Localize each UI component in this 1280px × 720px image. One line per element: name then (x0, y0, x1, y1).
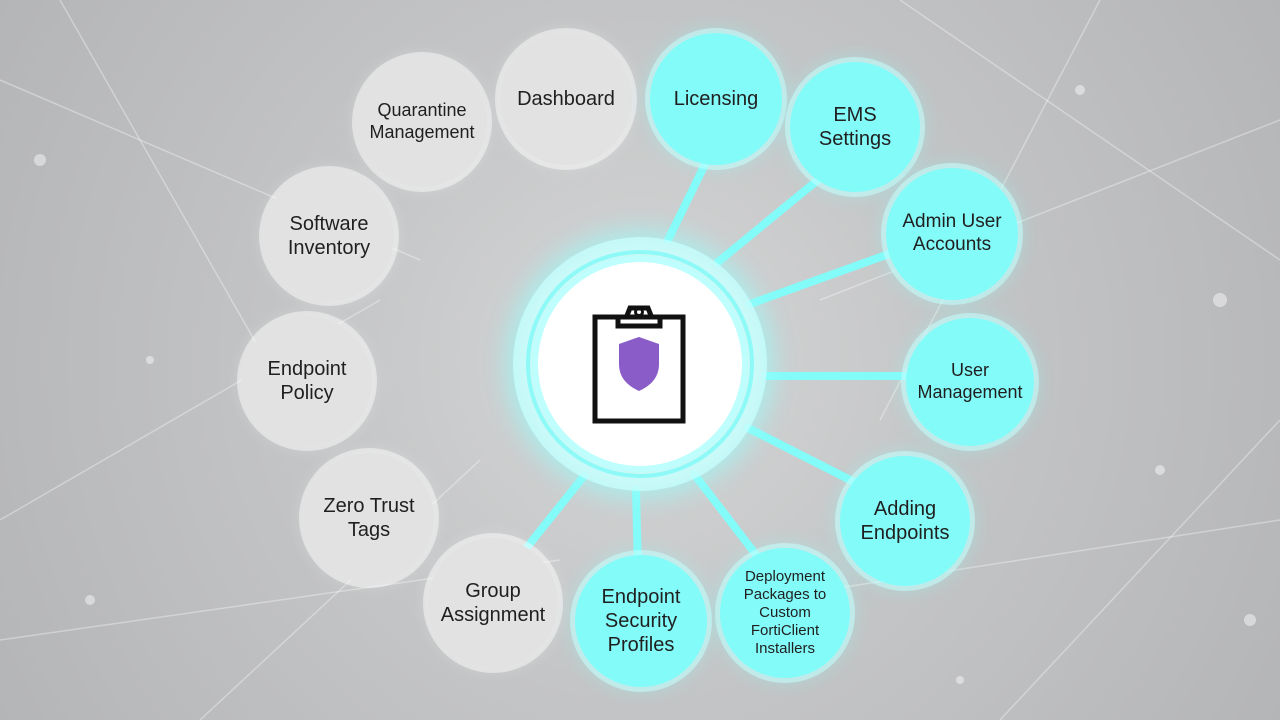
node-software-inventory-label: Software Inventory (287, 213, 371, 259)
node-user-management[interactable]: User Management (906, 318, 1034, 446)
node-zero-trust-tags-label: Zero Trust Tags (323, 495, 415, 541)
node-endpoint-policy-label: Endpoint Policy (267, 358, 347, 404)
node-user-management-label: User Management (917, 360, 1023, 402)
node-licensing[interactable]: Licensing (650, 33, 782, 165)
node-quarantine-management[interactable]: Quarantine Management (357, 57, 487, 187)
node-admin-user-accounts[interactable]: Admin User Accounts (886, 168, 1018, 300)
node-adding-endpoints-label: Adding Endpoints (860, 498, 950, 544)
node-group-assignment[interactable]: Group Assignment (428, 538, 558, 668)
connector-licensing (664, 146, 716, 244)
node-endpoint-security-profiles-label: Endpoint Security Profiles (601, 586, 681, 656)
hub-center (538, 262, 742, 466)
node-endpoint-policy[interactable]: Endpoint Policy (242, 316, 372, 446)
node-dashboard[interactable]: Dashboard (500, 33, 632, 165)
node-zero-trust-tags[interactable]: Zero Trust Tags (304, 453, 434, 583)
node-deployment-packages[interactable]: Deployment Packages to Custom FortiClien… (720, 548, 850, 678)
node-software-inventory[interactable]: Software Inventory (264, 171, 394, 301)
node-group-assignment-label: Group Assignment (440, 580, 546, 626)
connector-admin-user-accounts (746, 246, 904, 308)
node-adding-endpoints[interactable]: Adding Endpoints (840, 456, 970, 586)
node-licensing-label: Licensing (673, 88, 759, 110)
clipboard-shield-icon (592, 305, 686, 424)
connector-group-assignment (516, 472, 588, 560)
node-admin-user-accounts-label: Admin User Accounts (902, 211, 1002, 255)
node-deployment-packages-label: Deployment Packages to Custom FortiClien… (743, 568, 827, 657)
node-dashboard-label: Dashboard (517, 88, 615, 110)
connector-deployment-packages (690, 470, 764, 564)
connector-adding-endpoints (744, 424, 862, 488)
node-endpoint-security-profiles[interactable]: Endpoint Security Profiles (575, 555, 707, 687)
shield-icon (619, 337, 659, 391)
node-ems-settings[interactable]: EMS Settings (790, 62, 920, 192)
node-quarantine-management-label: Quarantine Management (369, 100, 475, 142)
node-ems-settings-label: EMS Settings (818, 104, 892, 150)
connector-ems-settings (714, 166, 834, 266)
hub-ring (526, 250, 754, 478)
